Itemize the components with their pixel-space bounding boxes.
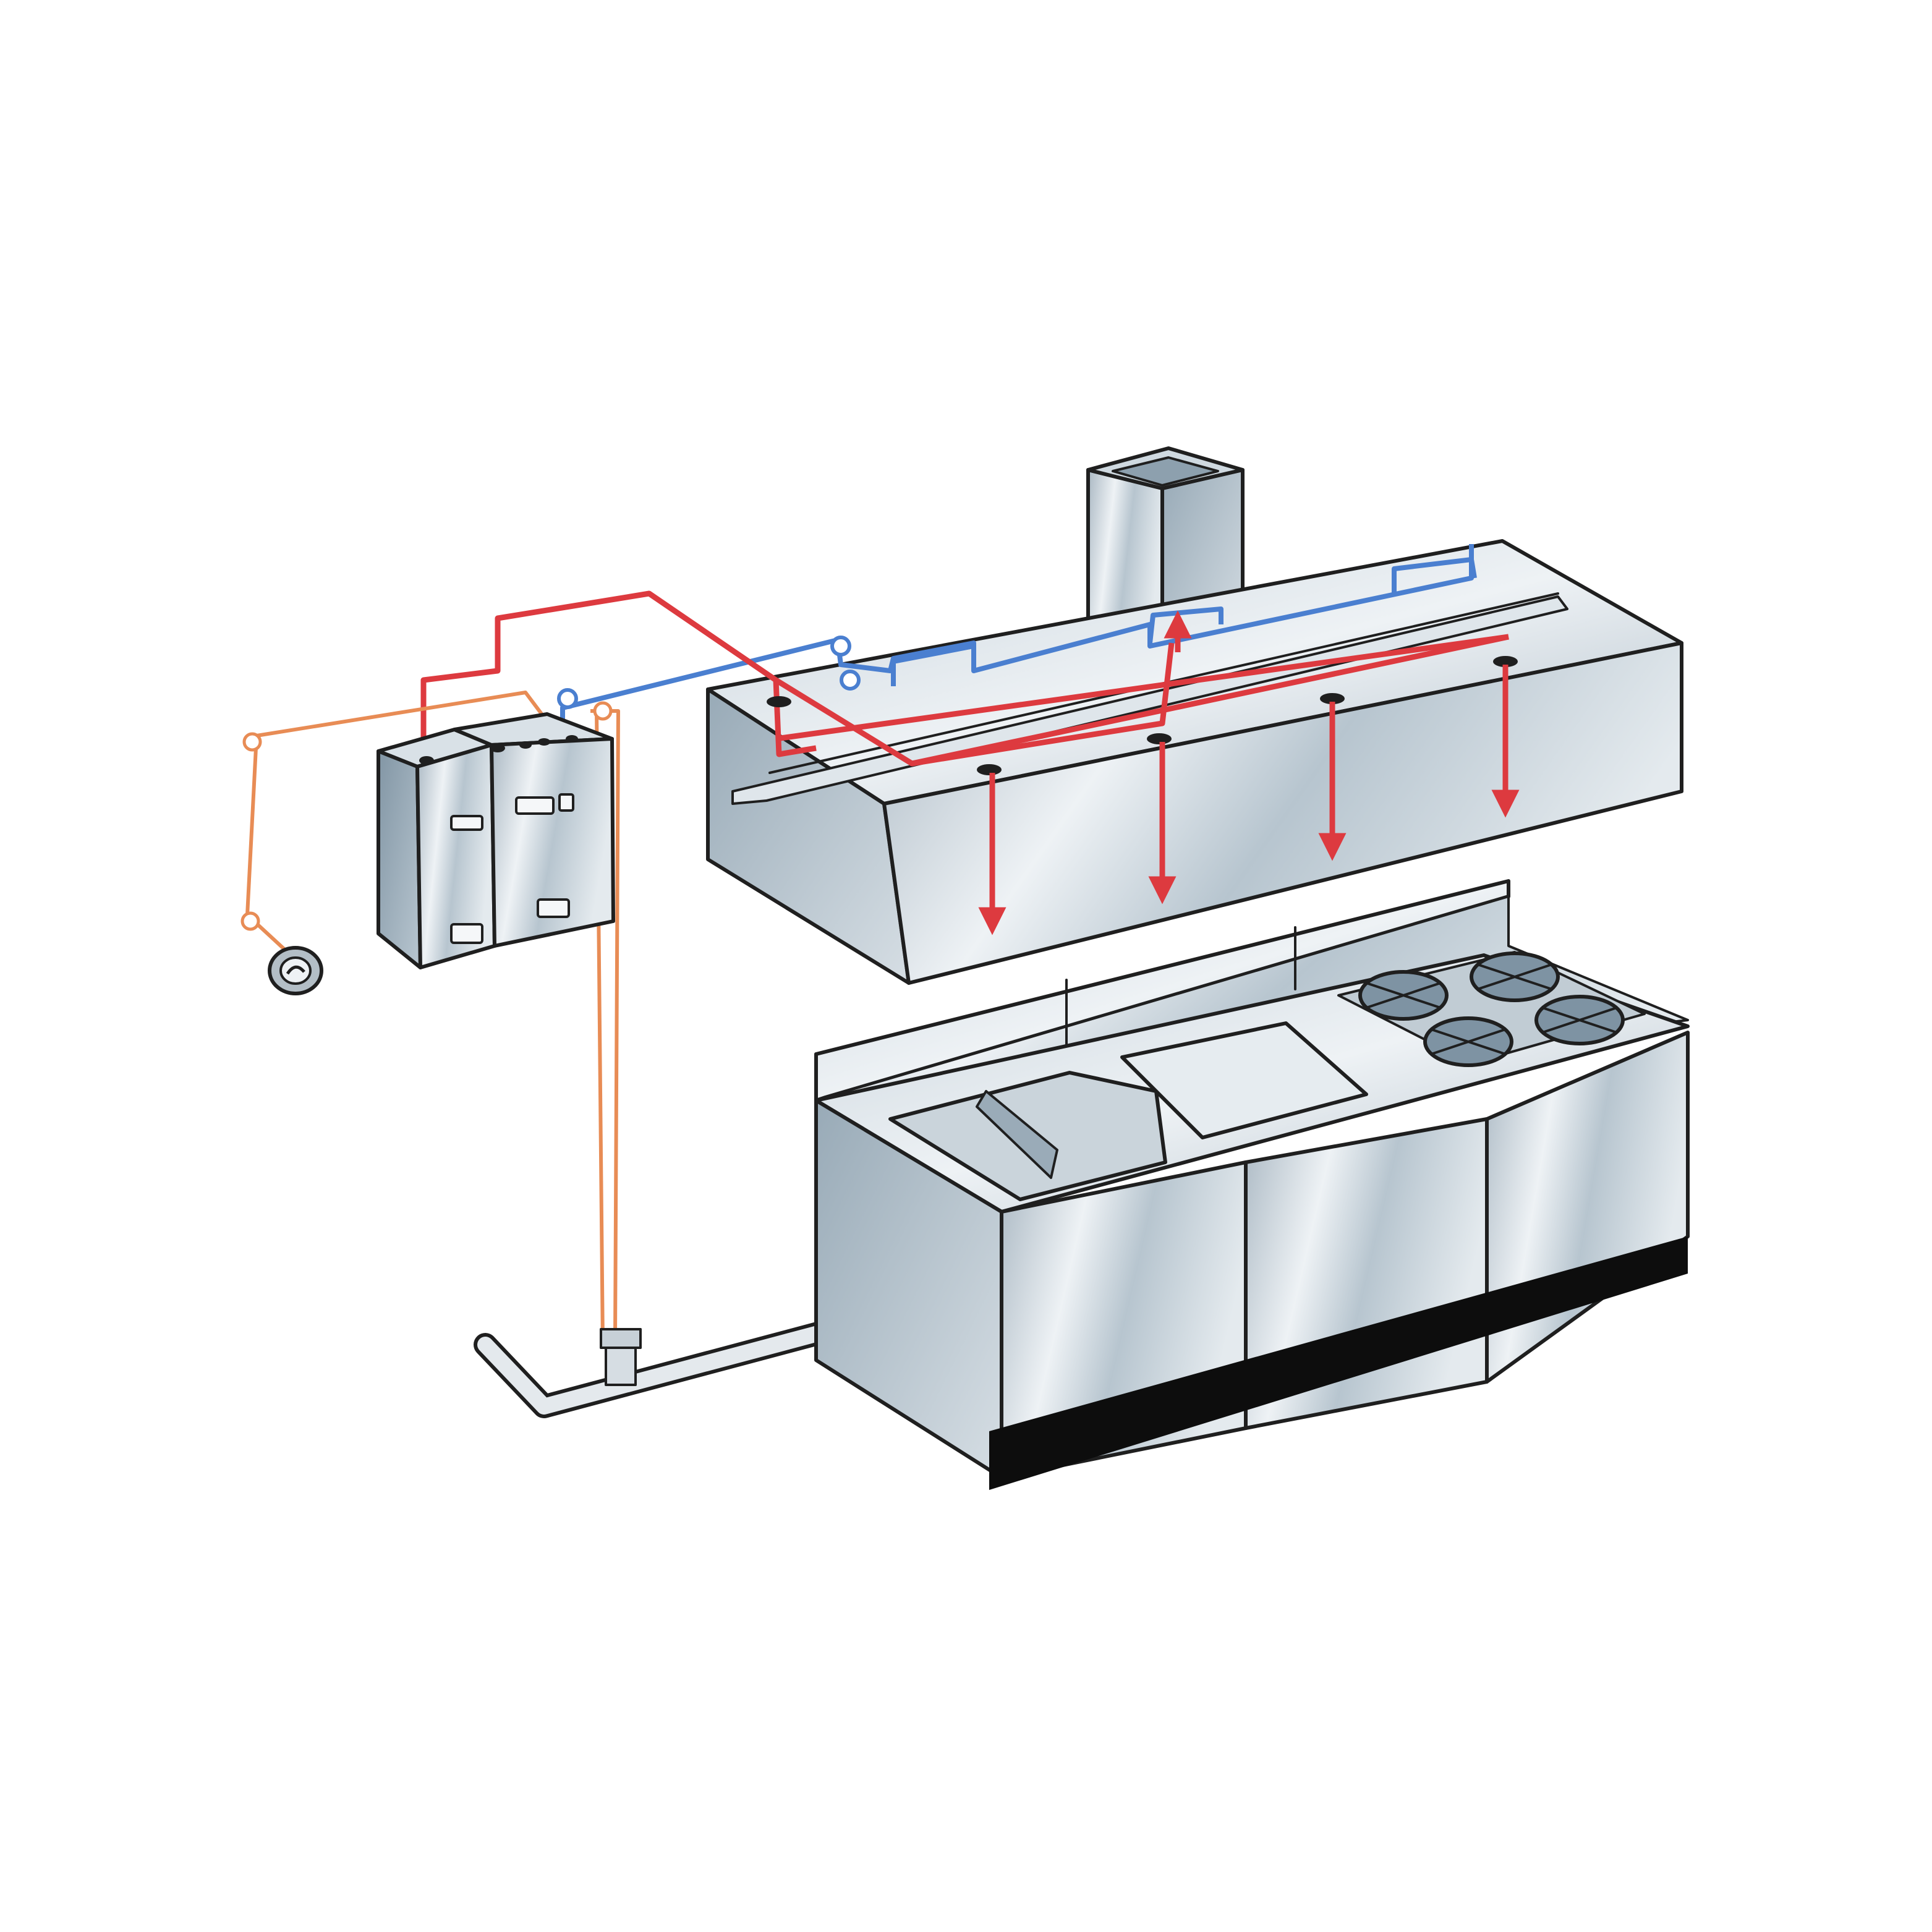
cabinet-port-icon bbox=[538, 738, 550, 746]
cabinet-port-icon bbox=[490, 744, 505, 752]
nozzle-icon bbox=[767, 696, 791, 707]
pulley-icon bbox=[240, 911, 260, 931]
valve-actuator bbox=[600, 1328, 642, 1349]
detector-1 bbox=[891, 644, 976, 686]
nozzle-icon bbox=[1493, 656, 1518, 667]
cabinet-handle-icon bbox=[450, 923, 483, 944]
gas-shutoff-valve bbox=[600, 1328, 642, 1386]
control-cabinets bbox=[377, 712, 615, 969]
duct-inner bbox=[1112, 456, 1219, 487]
discharge-nozzles bbox=[767, 656, 1518, 775]
cabinet-indicator-icon bbox=[558, 793, 574, 812]
burner-crosses bbox=[1366, 963, 1617, 1055]
range-front bbox=[1485, 1031, 1690, 1384]
nozzle-icon bbox=[977, 764, 1002, 775]
discharge-line bbox=[420, 590, 1509, 767]
manual-pull-station bbox=[268, 946, 323, 995]
detector-3 bbox=[1392, 557, 1477, 594]
detection-pulleys bbox=[557, 636, 861, 709]
pull-station-face bbox=[279, 956, 312, 985]
hood-long-face bbox=[882, 641, 1683, 985]
cabinet-handle-icon bbox=[450, 815, 483, 831]
pulley-icon bbox=[242, 732, 262, 752]
exhaust-hood bbox=[706, 539, 1683, 985]
cabinet-display-icon bbox=[515, 796, 555, 815]
fryer-divider bbox=[976, 1090, 1058, 1179]
gas-pipe-body bbox=[477, 1324, 830, 1415]
cabinet-port-icon bbox=[566, 735, 578, 743]
pulley-icon bbox=[557, 688, 578, 709]
nozzle-icon bbox=[1320, 693, 1345, 704]
cabinet-handle-icon bbox=[537, 898, 570, 918]
griddle-plate bbox=[1120, 1021, 1368, 1139]
cabinet-port-icon bbox=[419, 756, 434, 765]
discharge-arrows bbox=[978, 610, 1520, 935]
base-plinth bbox=[989, 1236, 1688, 1490]
detection-line bbox=[560, 544, 1477, 739]
nozzle-icon bbox=[1147, 733, 1172, 744]
cabinet-port-icon bbox=[519, 741, 532, 749]
gas-pipe bbox=[474, 1321, 834, 1418]
pulley-icon bbox=[830, 636, 851, 657]
pull-pulleys bbox=[240, 701, 613, 931]
pull-station-icon bbox=[286, 965, 305, 975]
pulley-icon bbox=[593, 701, 613, 721]
cooking-line bbox=[814, 879, 1690, 1490]
pulley-icon bbox=[840, 670, 861, 691]
cabinet-left-front bbox=[377, 749, 422, 969]
